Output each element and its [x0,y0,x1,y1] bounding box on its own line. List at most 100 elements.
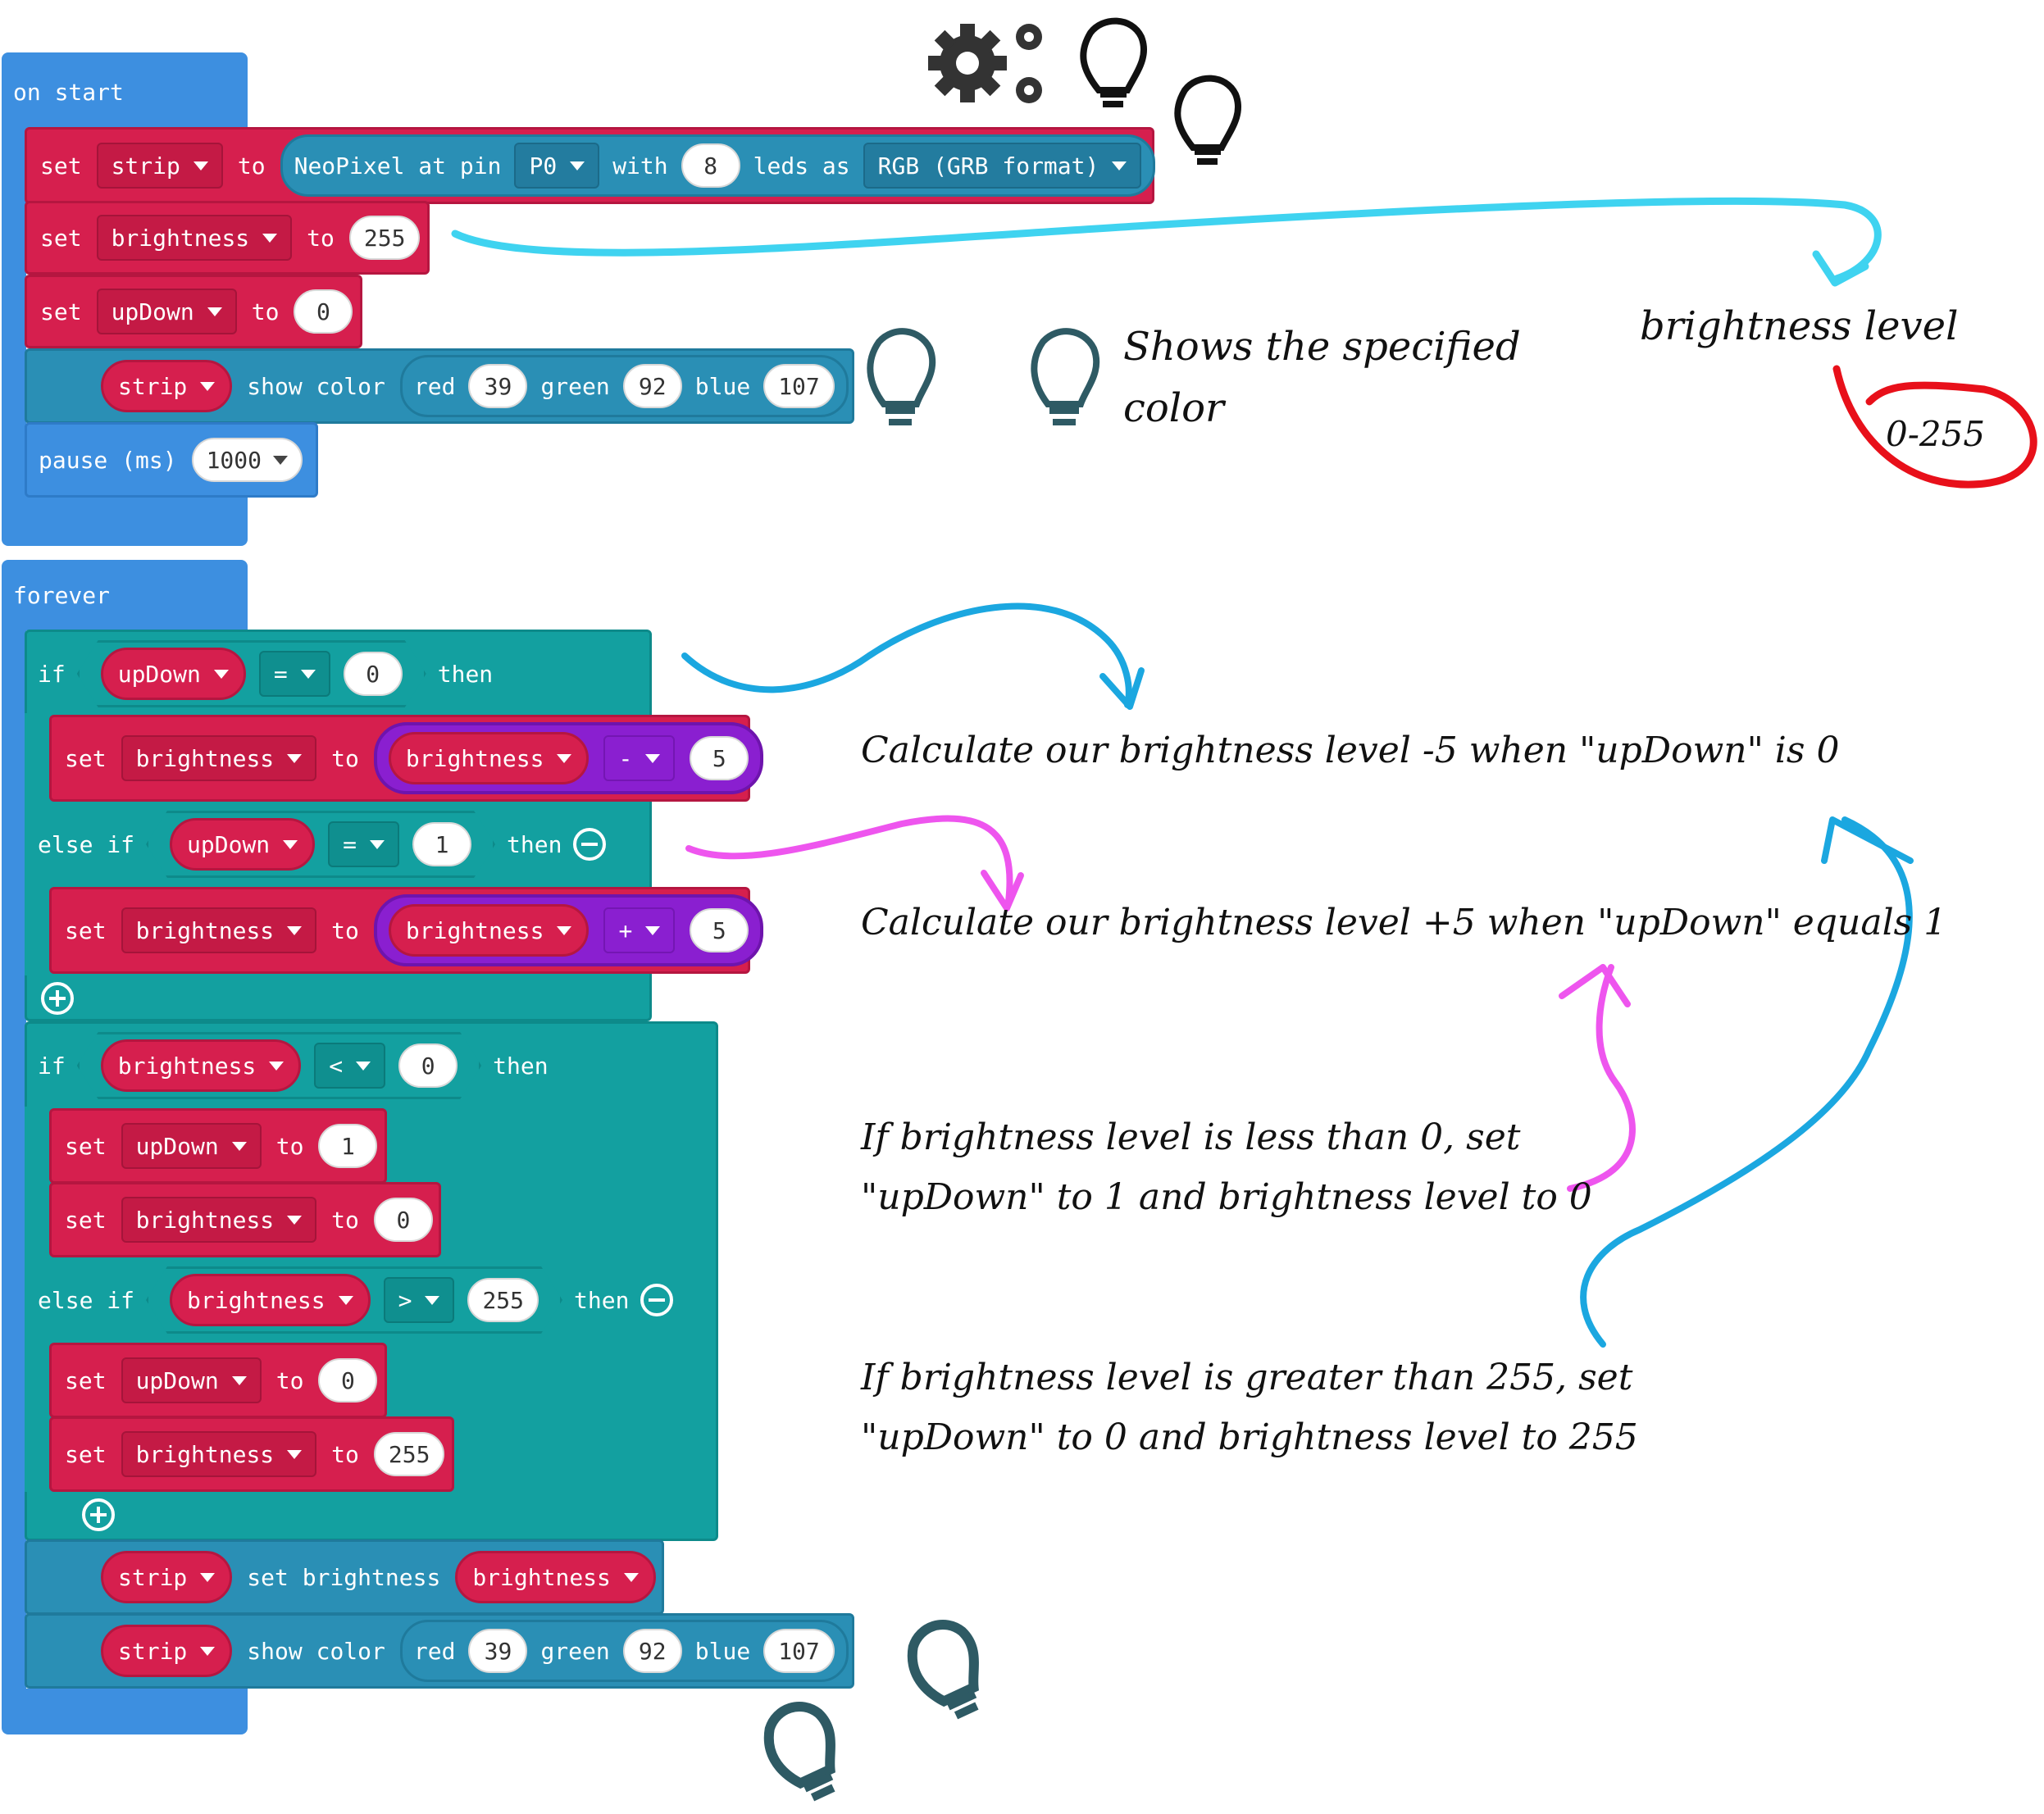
operator-dropdown[interactable]: > [384,1277,455,1323]
lightbulb-icon [1080,17,1148,107]
brightness-value-input[interactable]: 255 [348,216,421,260]
subtract-block[interactable]: brightness - 5 [373,722,764,794]
add-else-if-icon[interactable] [81,1498,115,1531]
else-if-label: else if [38,1286,135,1314]
blue-value-input[interactable]: 107 [763,1629,835,1673]
red-label: red [413,1637,456,1665]
set-brightness-255-block[interactable]: set brightness to 255 [49,1416,454,1492]
remove-else-if-icon[interactable] [573,828,607,861]
updown-variable-dropdown[interactable]: upDown [121,1123,262,1169]
compare-updown-eq-0[interactable]: upDown = 0 [77,640,426,707]
rgb-block[interactable]: red 39 green 92 blue 107 [399,355,849,417]
lightbulb-icon [1174,75,1242,165]
compare-value-input[interactable]: 0 [398,1043,458,1088]
set-brightness-block[interactable]: set brightness to 255 [25,201,430,275]
led-count-input[interactable]: 8 [681,143,740,188]
operand-input[interactable]: 5 [690,908,749,952]
pause-block[interactable]: pause (ms) 1000 [25,422,318,498]
pill-label: brightness [472,1563,611,1591]
set-brightness-0-block[interactable]: set brightness to 0 [49,1182,441,1257]
brightness-level-note: brightness level [1640,303,1959,349]
arrow-cyan-head [1812,250,1869,287]
mode-dropdown[interactable]: RGB (GRB format) [863,143,1142,189]
chevron-down-icon [214,670,229,679]
compare-brightness-gt-255[interactable]: brightness > 255 [146,1266,562,1334]
operator-dropdown[interactable]: - [603,735,676,781]
brightness-value-input[interactable]: 255 [373,1432,445,1476]
add-else-if-icon[interactable] [41,982,74,1015]
with-label: with [612,152,668,180]
updown-value-input[interactable]: 0 [318,1358,378,1403]
operator-dropdown[interactable]: = [259,651,330,697]
compare-value-input[interactable]: 1 [412,822,471,866]
less-than-note-line1: If brightness level is less than 0, set [861,1116,1521,1158]
compare-value-input[interactable]: 0 [344,652,403,696]
remove-else-if-icon[interactable] [640,1284,674,1316]
brightness-variable-pill[interactable]: brightness [101,1039,302,1092]
brightness-variable-pill[interactable]: brightness [388,732,590,784]
brightness-variable-dropdown[interactable]: brightness [121,1197,317,1243]
rgb-block[interactable]: red 39 green 92 blue 107 [399,1620,849,1682]
strip-variable-pill[interactable]: strip [101,360,233,412]
dropdown-value: < [329,1052,344,1080]
add-block[interactable]: brightness + 5 [373,894,764,966]
brightness-variable-pill[interactable]: brightness [388,904,590,957]
set-label: set [65,916,107,944]
arrow-blue-bottom [1580,816,1913,1348]
set-updown-block[interactable]: set upDown to 0 [25,275,362,348]
strip-variable-pill[interactable]: strip [101,1625,233,1677]
compare-value-input[interactable]: 255 [467,1278,539,1322]
blue-value-input[interactable]: 107 [763,364,835,408]
brightness-value-input[interactable]: 0 [373,1198,433,1242]
green-value-input[interactable]: 92 [622,1629,682,1673]
brightness-variable-dropdown[interactable]: brightness [96,215,293,261]
brightness-variable-dropdown[interactable]: brightness [121,907,317,953]
chevron-down-icon [269,1062,284,1071]
operator-dropdown[interactable]: < [314,1043,385,1089]
to-label: to [331,916,359,944]
updown-variable-pill[interactable]: upDown [170,818,315,871]
dropdown-value: 1000 [206,446,262,474]
on-start-block[interactable]: on start [2,52,248,131]
brightness-variable-dropdown[interactable]: brightness [121,1431,317,1477]
operand-input[interactable]: 5 [690,736,749,780]
red-value-input[interactable]: 39 [468,364,528,408]
pill-label: brightness [405,744,544,772]
neopixel-create-block[interactable]: NeoPixel at pin P0 with 8 leds as RGB (G… [280,134,1156,197]
pause-value-dropdown[interactable]: 1000 [191,438,303,482]
shows-color-note-line2: color [1123,385,1224,431]
green-value-input[interactable]: 92 [622,364,682,408]
chevron-down-icon [301,670,316,679]
strip-show-color-block[interactable]: strip show color red 39 green 92 blue 10… [25,348,854,424]
chevron-down-icon [200,1572,216,1582]
updown-variable-pill[interactable]: upDown [101,648,246,700]
compare-updown-eq-1[interactable]: upDown = 1 [146,811,495,878]
red-label: red [413,372,456,400]
set-brightness-minus-block[interactable]: set brightness to brightness - 5 [49,715,764,802]
chevron-down-icon [287,1215,303,1225]
compare-brightness-lt-0[interactable]: brightness < 0 [77,1032,481,1099]
set-brightness-plus-block[interactable]: set brightness to brightness + 5 [49,887,764,974]
show-color-label: show color [247,1637,385,1665]
range-note: 0-255 [1886,414,1986,454]
green-label: green [540,372,610,400]
red-value-input[interactable]: 39 [468,1629,528,1673]
operator-dropdown[interactable]: = [328,821,399,867]
strip-variable-dropdown[interactable]: strip [96,143,223,189]
updown-value-input[interactable]: 1 [318,1124,378,1168]
updown-variable-dropdown[interactable]: upDown [121,1357,262,1403]
set-strip-block[interactable]: set strip to NeoPixel at pin P0 with 8 l… [25,127,1156,204]
forever-block[interactable]: forever [2,560,248,630]
updown-variable-dropdown[interactable]: upDown [96,289,237,334]
brightness-variable-pill[interactable]: brightness [170,1274,371,1326]
on-start-spine [2,130,26,515]
strip-variable-pill[interactable]: strip [101,1551,233,1603]
brightness-variable-dropdown[interactable]: brightness [121,735,317,781]
pin-dropdown[interactable]: P0 [514,143,600,189]
updown-value-input[interactable]: 0 [294,289,353,334]
brightness-variable-pill[interactable]: brightness [455,1551,656,1603]
chevron-down-icon [231,1141,247,1151]
chevron-down-icon [370,840,385,849]
strip-show-color-block[interactable]: strip show color red 39 green 92 blue 10… [25,1613,854,1689]
operator-dropdown[interactable]: + [603,907,676,953]
